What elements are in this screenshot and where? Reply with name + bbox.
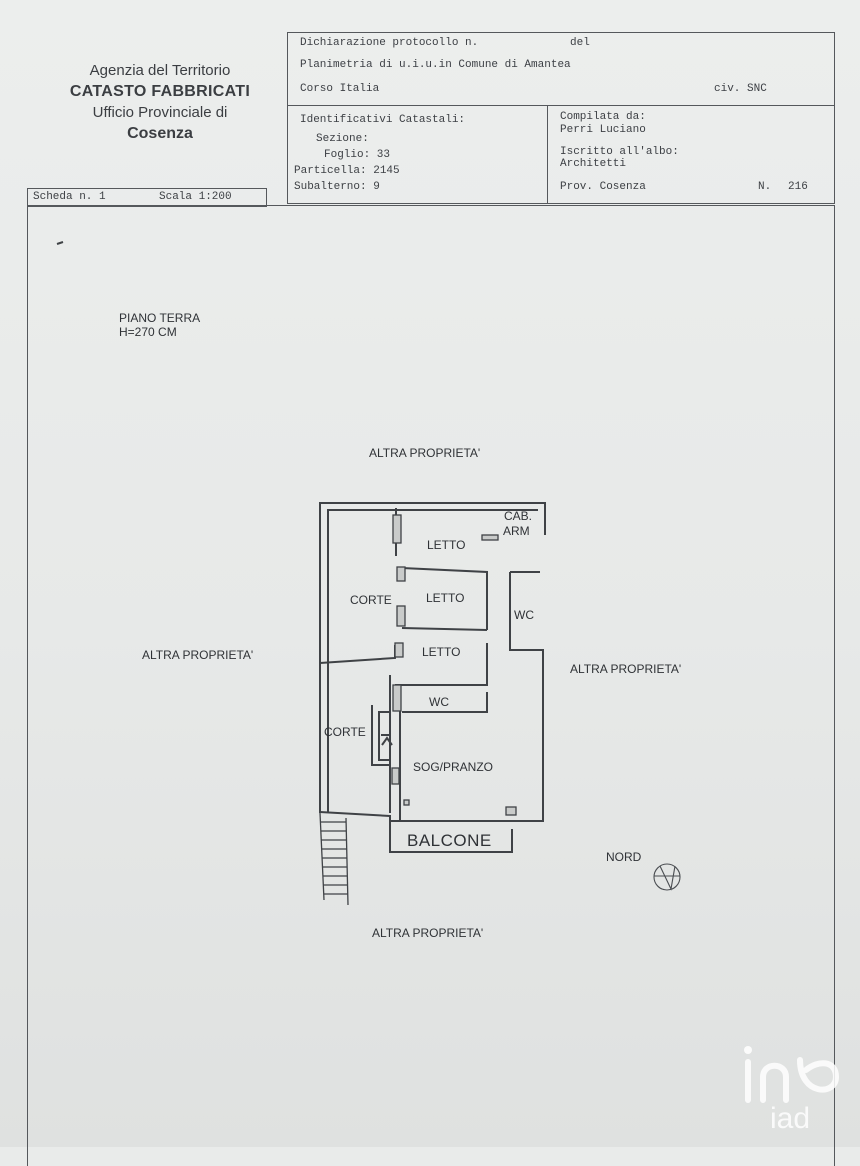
wall-segment [392,514,402,544]
sheet-number: Scheda n. 1 [33,191,106,203]
room-label-wc-2: WC [429,695,449,709]
office-city: Cosenza [127,125,193,142]
wall-segment [396,605,406,627]
iad-logo: iad [744,1046,840,1134]
altra-proprieta-left: ALTRA PROPRIETA' [142,648,254,662]
province-label: Prov. Cosenza [560,181,646,193]
del-label: del [570,37,590,49]
north-arrow-icon [653,863,681,891]
foglio-field: Foglio: 33 [324,149,391,161]
room-label-arm: ARM [503,524,530,538]
author-name: Perri Luciano [560,124,646,136]
stair-outline [371,705,390,766]
catasto-title: CATASTO FABBRICATI [69,83,251,100]
wall-segment [505,806,517,816]
floor-height: H=270 CM [119,325,177,339]
altra-proprieta-right: ALTRA PROPRIETA' [570,662,682,676]
sheet-info: Scheda n. 1 Scala 1:200 [27,188,267,207]
identificativi-title: Identificativi Catastali: [300,114,466,126]
altra-proprieta-bottom: ALTRA PROPRIETA' [372,926,484,940]
mark-tick [56,241,64,245]
altra-proprieta-top: ALTRA PROPRIETA' [369,446,481,460]
address-label: Corso Italia [300,83,380,95]
iad-logo-text: iad [770,1102,810,1134]
albo-number-label: N. [758,181,772,193]
drawing-frame [27,205,835,1166]
wall-segment [392,684,402,712]
iscritto-label: Iscritto all'albo: [560,146,679,158]
room-label-corte-1: CORTE [350,593,392,607]
corte-divider [319,645,396,664]
planimetria-label: Planimetria di u.i.u.in Comune di Amante… [300,59,571,71]
bedroom2-bottom-wall [401,627,488,631]
wc2-bottom-wall [402,692,488,713]
scale-label: Scala 1:200 [159,191,232,203]
subalterno-field: Subalterno: 9 [294,181,380,193]
room-label-wc-1: WC [514,608,534,622]
agency-name: Agenzia del Territorio [89,62,231,79]
sezione-field: Sezione: [316,133,369,145]
room-label-corte-2: CORTE [324,725,366,739]
room-label-balcone: BALCONE [407,831,492,850]
bedroom3-bottom-wall [395,643,488,686]
wall-segment [403,799,410,806]
floor-label: PIANO TERRA [119,311,201,325]
office-name: Ufficio Provinciale di [92,104,228,121]
inner-wall-top [327,509,538,813]
box-divider [547,106,549,203]
stair-inner [378,711,391,761]
outer-wall-right [390,572,544,822]
wall-segment [394,642,404,658]
wall-segment [481,534,499,541]
wall-segment [396,566,406,582]
north-label: NORD [606,850,642,864]
albo-number: 216 [788,181,808,193]
particella-field: Particella: 2145 [294,165,400,177]
room-label-letto-1: LETTO [427,538,466,552]
cadastral-box: Identificativi Catastali: Sezione: Fogli… [287,105,835,204]
bedroom2-top-wall [401,567,488,630]
room-label-cab: CAB. [504,509,533,523]
outer-wall-bottom [319,811,391,817]
entrance-steps [319,812,349,906]
declaration-box: Dichiarazione protocollo n. del Planimet… [287,32,835,106]
albo-value: Architetti [560,158,627,170]
room-label-letto-2: LETTO [426,591,465,605]
stair-arrow [381,736,393,746]
dichiarazione-label: Dichiarazione protocollo n. [300,37,479,49]
room-label-sog-pranzo: SOG/PRANZO [413,760,494,774]
wall-segment [391,767,400,785]
balcony-outline [389,815,513,853]
compilata-label: Compilata da: [560,111,646,123]
outer-wall-top [319,502,546,813]
civic-number: civ. SNC [714,83,767,95]
agency-header: Agenzia del Territorio CATASTO FABBRICAT… [40,60,280,143]
room-label-letto-3: LETTO [422,645,461,659]
